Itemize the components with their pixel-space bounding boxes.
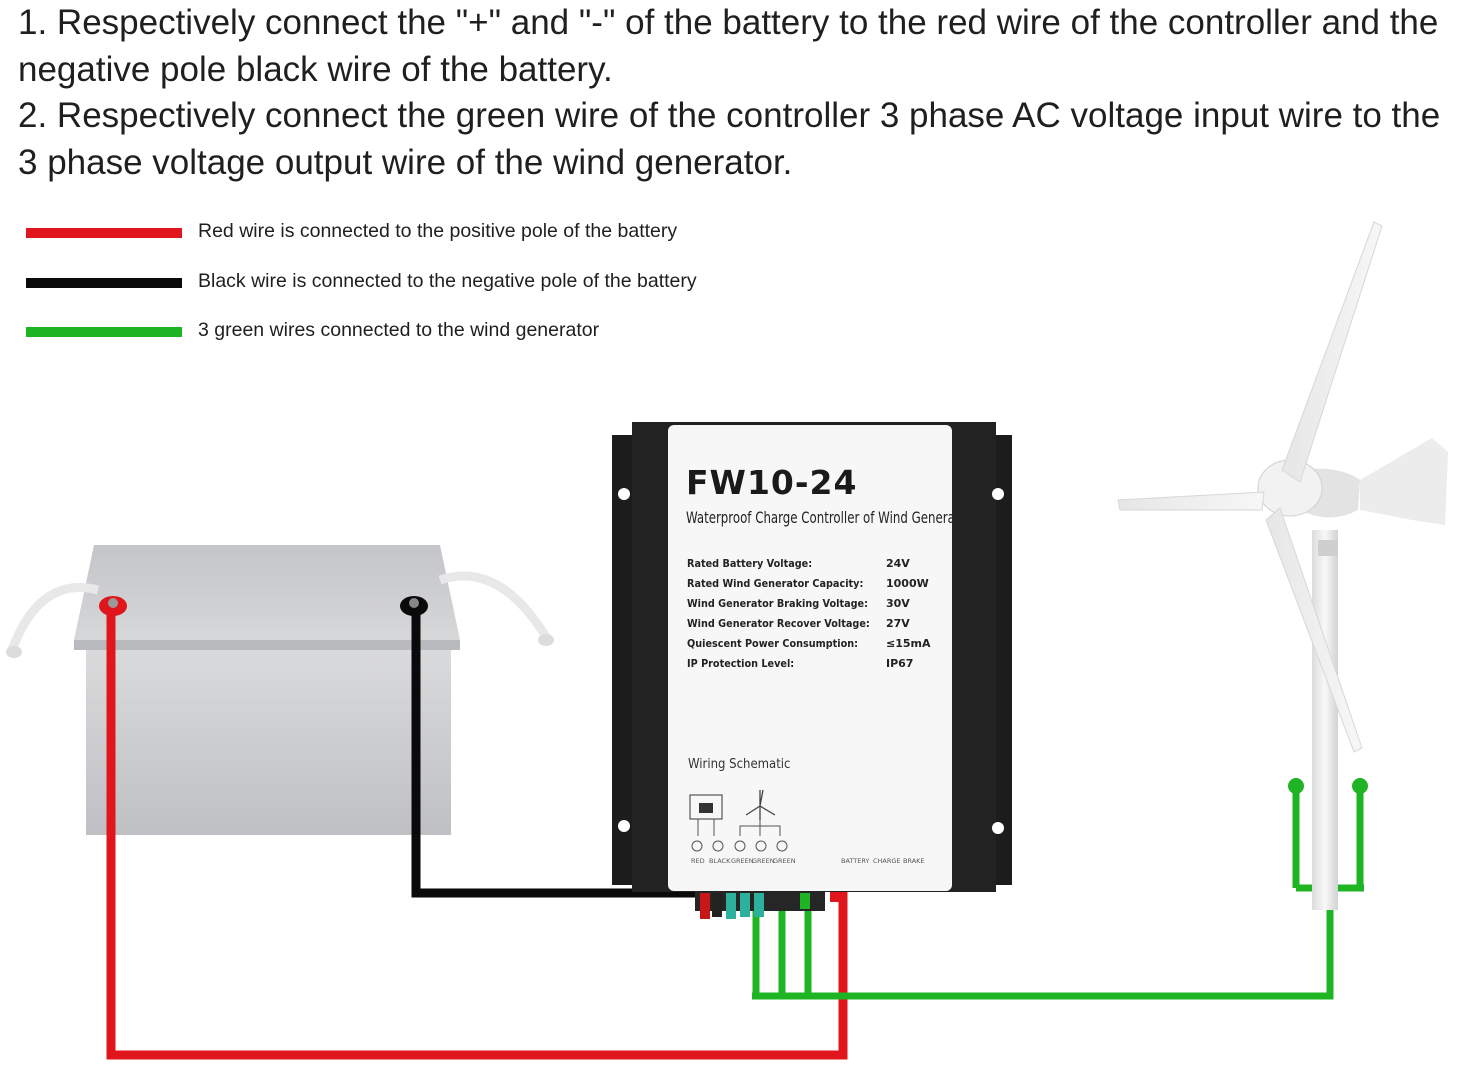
terminal-label-green-3: GREEN	[773, 857, 796, 865]
wind-turbine	[1117, 221, 1448, 910]
spec-label-generator-capacity: Rated Wind Generator Capacity:	[687, 577, 864, 590]
legend-label-red: Red wire is connected to the positive po…	[198, 220, 678, 242]
battery-body	[86, 650, 451, 835]
turbine-symbol-leads	[739, 820, 781, 836]
terminal-label-black: BLACK	[709, 857, 731, 865]
spec-value-braking-voltage: 30V	[886, 597, 910, 610]
terminal-label-red: RED	[691, 857, 705, 865]
turbine-tower	[1312, 530, 1338, 910]
battery-symbol-cell	[699, 803, 713, 813]
green-wires	[752, 790, 1364, 1000]
green-wire-bus	[752, 888, 1334, 1000]
instruction-step-2: 2. Respectively connect the green wire o…	[18, 96, 1441, 182]
turbine-blade-3	[1265, 507, 1363, 753]
mount-hole-tr	[992, 488, 1004, 500]
mount-hole-br	[992, 822, 1004, 834]
controller-model: FW10-24	[686, 463, 858, 502]
terminal-label-green-2: GREEN	[752, 857, 775, 865]
mount-hole-tl	[618, 488, 630, 500]
spec-label-ip-level: IP Protection Level:	[687, 657, 795, 670]
battery-handle-left	[7, 583, 100, 652]
turbine-lead-end-1	[1288, 778, 1304, 794]
handle-knob-left	[6, 646, 22, 658]
spec-label-braking-voltage: Wind Generator Braking Voltage:	[687, 597, 868, 610]
turbine-blade-2	[1117, 491, 1265, 511]
legend-label-black: Black wire is connected to the negative …	[198, 270, 697, 292]
positive-terminal-bolt	[108, 598, 118, 608]
spec-label-battery-voltage: Rated Battery Voltage:	[687, 557, 813, 570]
red-wire	[106, 610, 848, 1060]
spec-value-battery-voltage: 24V	[886, 557, 910, 570]
spec-value-generator-capacity: 1000W	[886, 577, 929, 590]
wind-turbine-symbol	[745, 789, 776, 820]
turbine-tail-fin	[1360, 438, 1448, 525]
negative-terminal-bolt	[409, 598, 419, 608]
turbine-blade-1	[1281, 221, 1383, 483]
controller-label-panel	[668, 425, 952, 891]
turbine-tower-clamp	[1318, 540, 1338, 556]
indicator-charge: CHARGE	[873, 857, 901, 865]
spec-value-ip-level: IP67	[886, 657, 914, 670]
handle-knob-right	[538, 634, 554, 646]
battery-symbol	[689, 794, 723, 820]
battery	[6, 545, 554, 835]
red-wire-swatch	[26, 228, 182, 238]
indicator-battery: BATTERY	[841, 857, 870, 865]
battery-symbol-leads	[697, 819, 715, 836]
black-wire-swatch	[26, 278, 182, 288]
spec-label-recover-voltage: Wind Generator Recover Voltage:	[687, 617, 870, 630]
battery-handle-right	[438, 571, 552, 643]
turbine-lead-end-3	[1352, 778, 1368, 794]
instructions: 1. Respectively connect the "+" and "-" …	[18, 0, 1463, 186]
wiring-schematic-title: Wiring Schematic	[688, 757, 791, 772]
terminal-label-green-1: GREEN	[731, 857, 754, 865]
legend-label-green: 3 green wires connected to the wind gene…	[198, 319, 600, 341]
green-wire-swatch	[26, 327, 182, 337]
spec-value-quiescent-power: ≤15mA	[886, 637, 931, 650]
spec-value-recover-voltage: 27V	[886, 617, 910, 630]
battery-lid	[74, 545, 460, 640]
indicator-brake: BRAKE	[903, 857, 925, 865]
wire-terminal-symbols	[691, 840, 788, 852]
black-wire	[411, 610, 700, 898]
battery-lid-rim	[74, 640, 460, 650]
mount-hole-bl	[618, 820, 630, 832]
instruction-step-1: 1. Respectively connect the "+" and "-" …	[18, 3, 1439, 89]
spec-label-quiescent-power: Quiescent Power Consumption:	[687, 637, 859, 650]
charge-controller	[612, 422, 1012, 892]
controller-subtitle: Waterproof Charge Controller of Wind Gen…	[686, 508, 972, 527]
